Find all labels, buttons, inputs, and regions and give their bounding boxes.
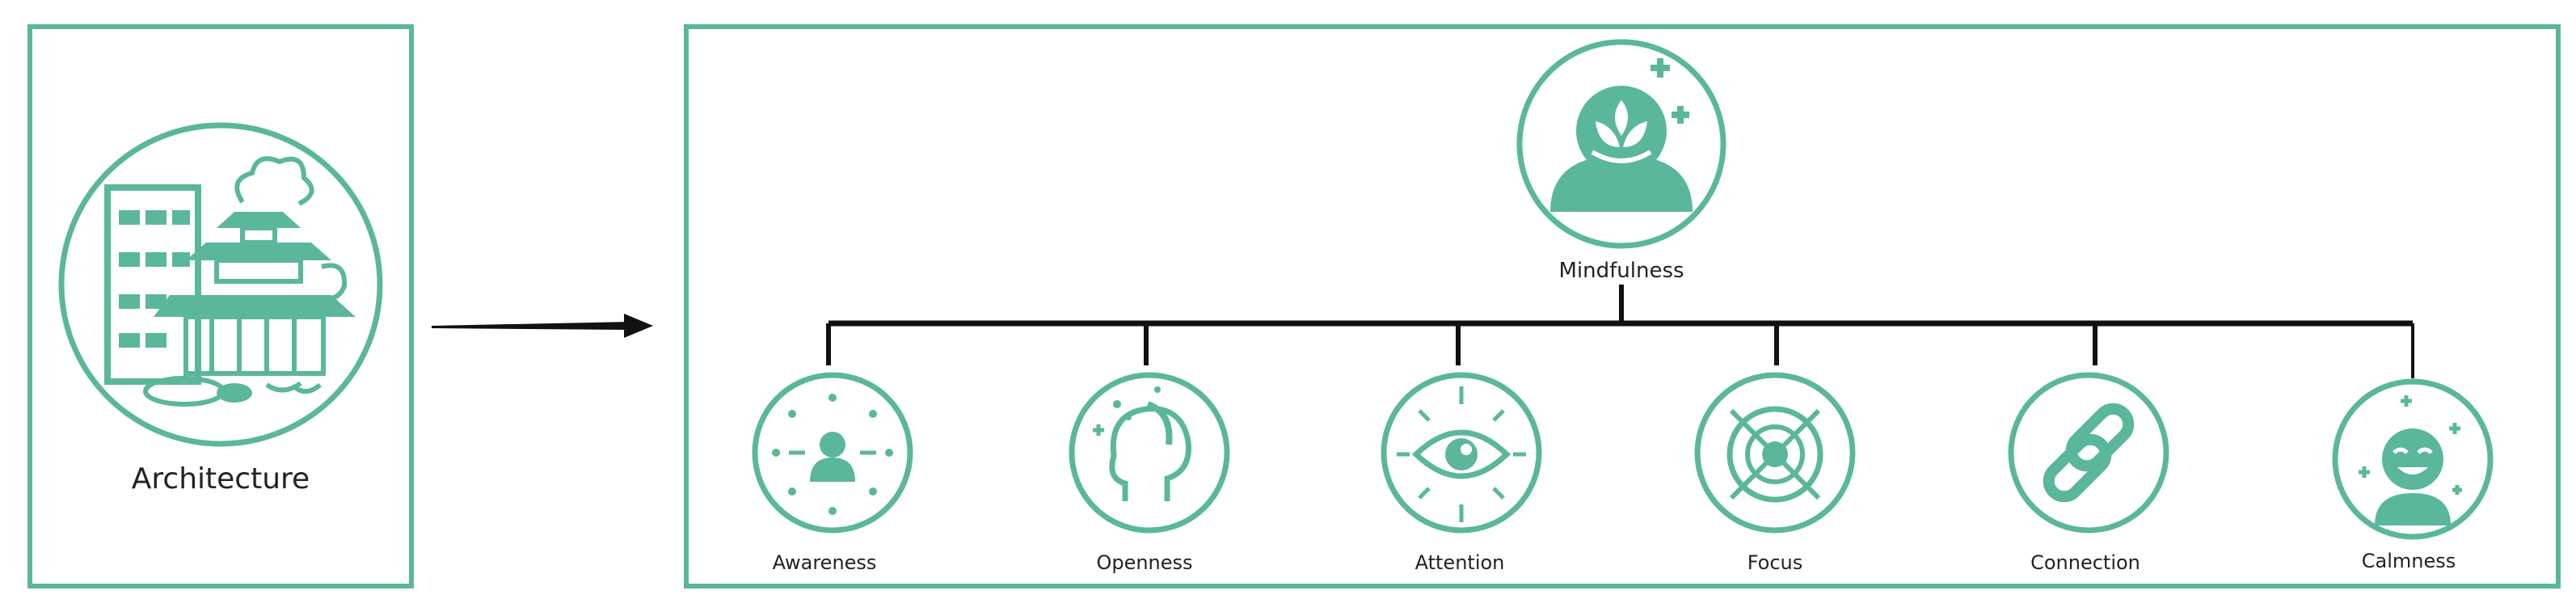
child-label-calmness: Calmness: [2361, 550, 2456, 572]
calm-face-icon: [2332, 378, 2494, 540]
source-panel: [27, 24, 414, 589]
awareness-icon: [752, 372, 913, 534]
child-label-openness: Openness: [1096, 551, 1193, 574]
child-label-awareness: Awareness: [772, 551, 877, 574]
child-label-connection: Connection: [2030, 551, 2140, 574]
child-label-focus: Focus: [1747, 551, 1803, 574]
child-label-attention: Attention: [1414, 551, 1505, 574]
chain-link-icon: [2008, 372, 2169, 534]
eye-icon: [1381, 372, 1542, 534]
tree-connectors: [826, 285, 2414, 378]
root-label: Mindfulness: [1558, 259, 1684, 283]
open-mind-icon: [1069, 372, 1230, 534]
flow-arrow: [432, 314, 653, 338]
source-label: Architecture: [131, 462, 310, 496]
tree-panel: [684, 24, 2561, 589]
architecture-icon: [58, 122, 383, 447]
meditating-person-icon: [1516, 39, 1726, 249]
target-icon: [1694, 372, 1856, 534]
